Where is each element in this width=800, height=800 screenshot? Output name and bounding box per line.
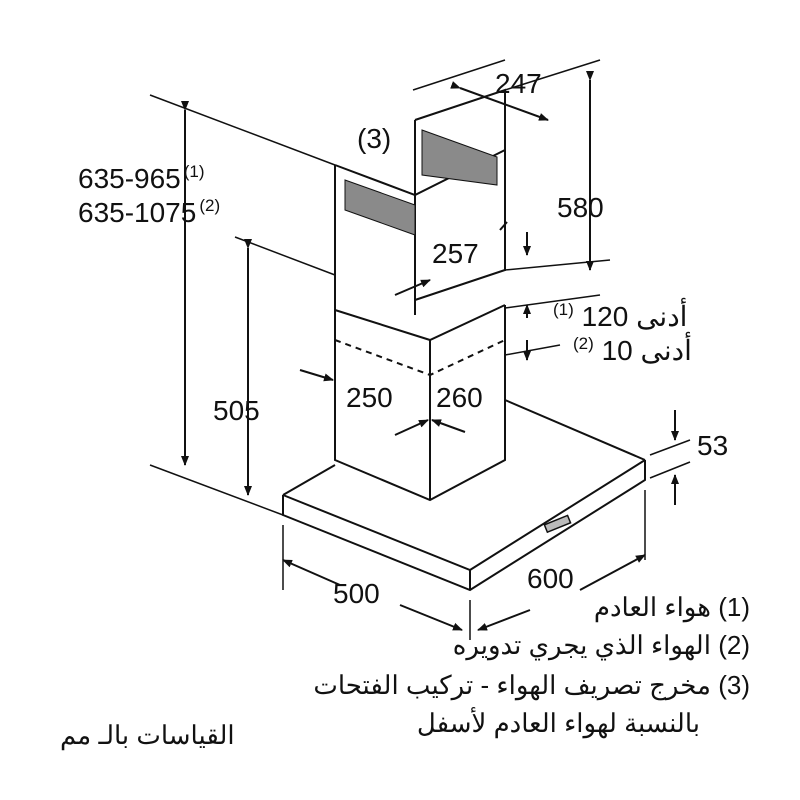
dim-chimney-top-depth: 257: [432, 238, 479, 269]
dim-canopy-width: 600: [527, 563, 574, 594]
dim-total-height-2: 635-1075(2): [78, 196, 221, 228]
dim-lower-height: 505: [213, 395, 260, 426]
units-note: القياسات بالـ مم: [60, 720, 235, 750]
dim-top-width: 247: [495, 68, 542, 99]
dim-chimney-depth: 260: [436, 382, 483, 413]
legend-item-3-cont: بالنسبة لهواء العادم لأسفل: [416, 708, 700, 738]
dim-upper-height: 580: [557, 192, 604, 223]
label-vent-3: (3): [357, 123, 392, 154]
vent-grille: [344, 129, 498, 236]
dim-canopy-thickness: 53: [697, 430, 729, 461]
dim-total-height-1: 635-965(1): [78, 162, 205, 194]
legend-item-1: (1) هواء العادم: [593, 592, 750, 622]
legend-item-2: (2) الهواء الذي يجري تدويره: [452, 630, 750, 660]
clearance-min-1: (1) 120 أدنى: [553, 300, 688, 332]
dim-canopy-depth: 500: [333, 578, 380, 609]
dim-chimney-width: 250: [346, 382, 393, 413]
legend-item-3: (3) مخرج تصريف الهواء - تركيب الفتحات: [313, 670, 750, 700]
clearance-min-2: (2) 10 أدنى: [573, 334, 692, 366]
